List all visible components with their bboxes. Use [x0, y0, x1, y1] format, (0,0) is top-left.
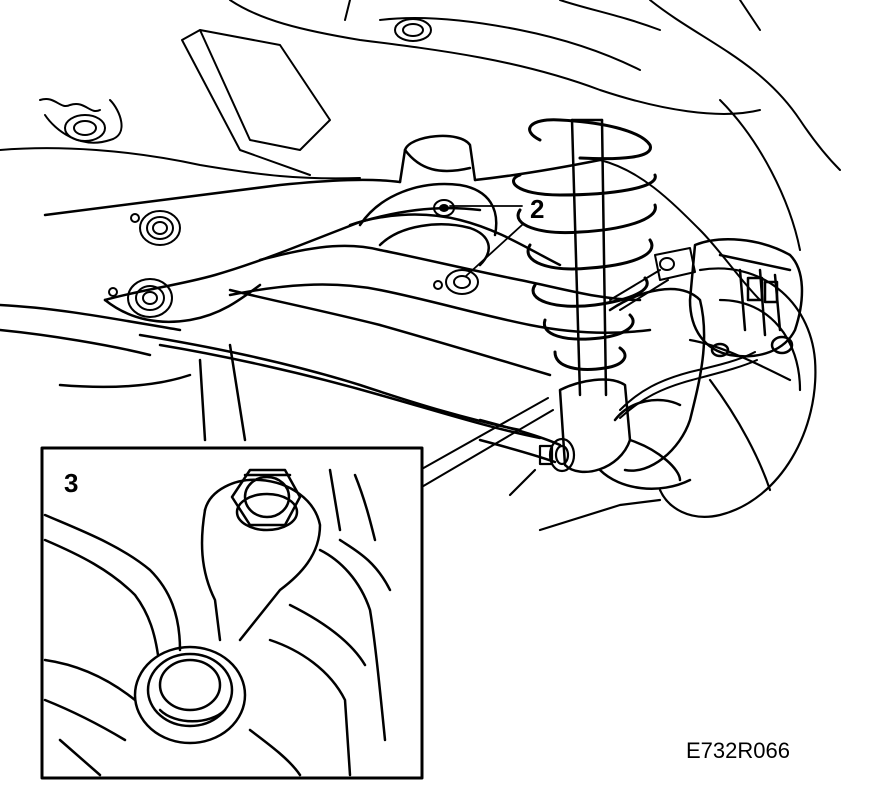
stabilizer-link-bushing [508, 437, 662, 532]
bracket-bolt-upper [433, 199, 455, 217]
control-arm [138, 213, 652, 440]
wheel-knuckle [558, 287, 706, 490]
brake-hose [619, 351, 758, 419]
stabilizer-link-top [609, 247, 696, 311]
callout-label-2: 2 [530, 194, 544, 224]
brake-caliper [688, 238, 804, 358]
subframe-bushing-upper [130, 210, 181, 246]
subframe [0, 134, 602, 442]
callout-label-3: 3 [64, 468, 78, 498]
body-floor-panel [0, 0, 841, 301]
coil-spring [512, 118, 657, 371]
brake-disc [658, 267, 817, 518]
upper-bracket [358, 148, 498, 267]
subframe-bushing-lower [108, 278, 173, 318]
body-mounting-holes [64, 18, 432, 142]
inset-frame [40, 446, 424, 780]
inset-detail [43, 468, 392, 777]
callout-2-leaders [449, 205, 523, 277]
figure-code: E732R066 [686, 738, 790, 763]
inset-pointer [419, 397, 554, 489]
bracket-bolt-lower [433, 269, 479, 295]
